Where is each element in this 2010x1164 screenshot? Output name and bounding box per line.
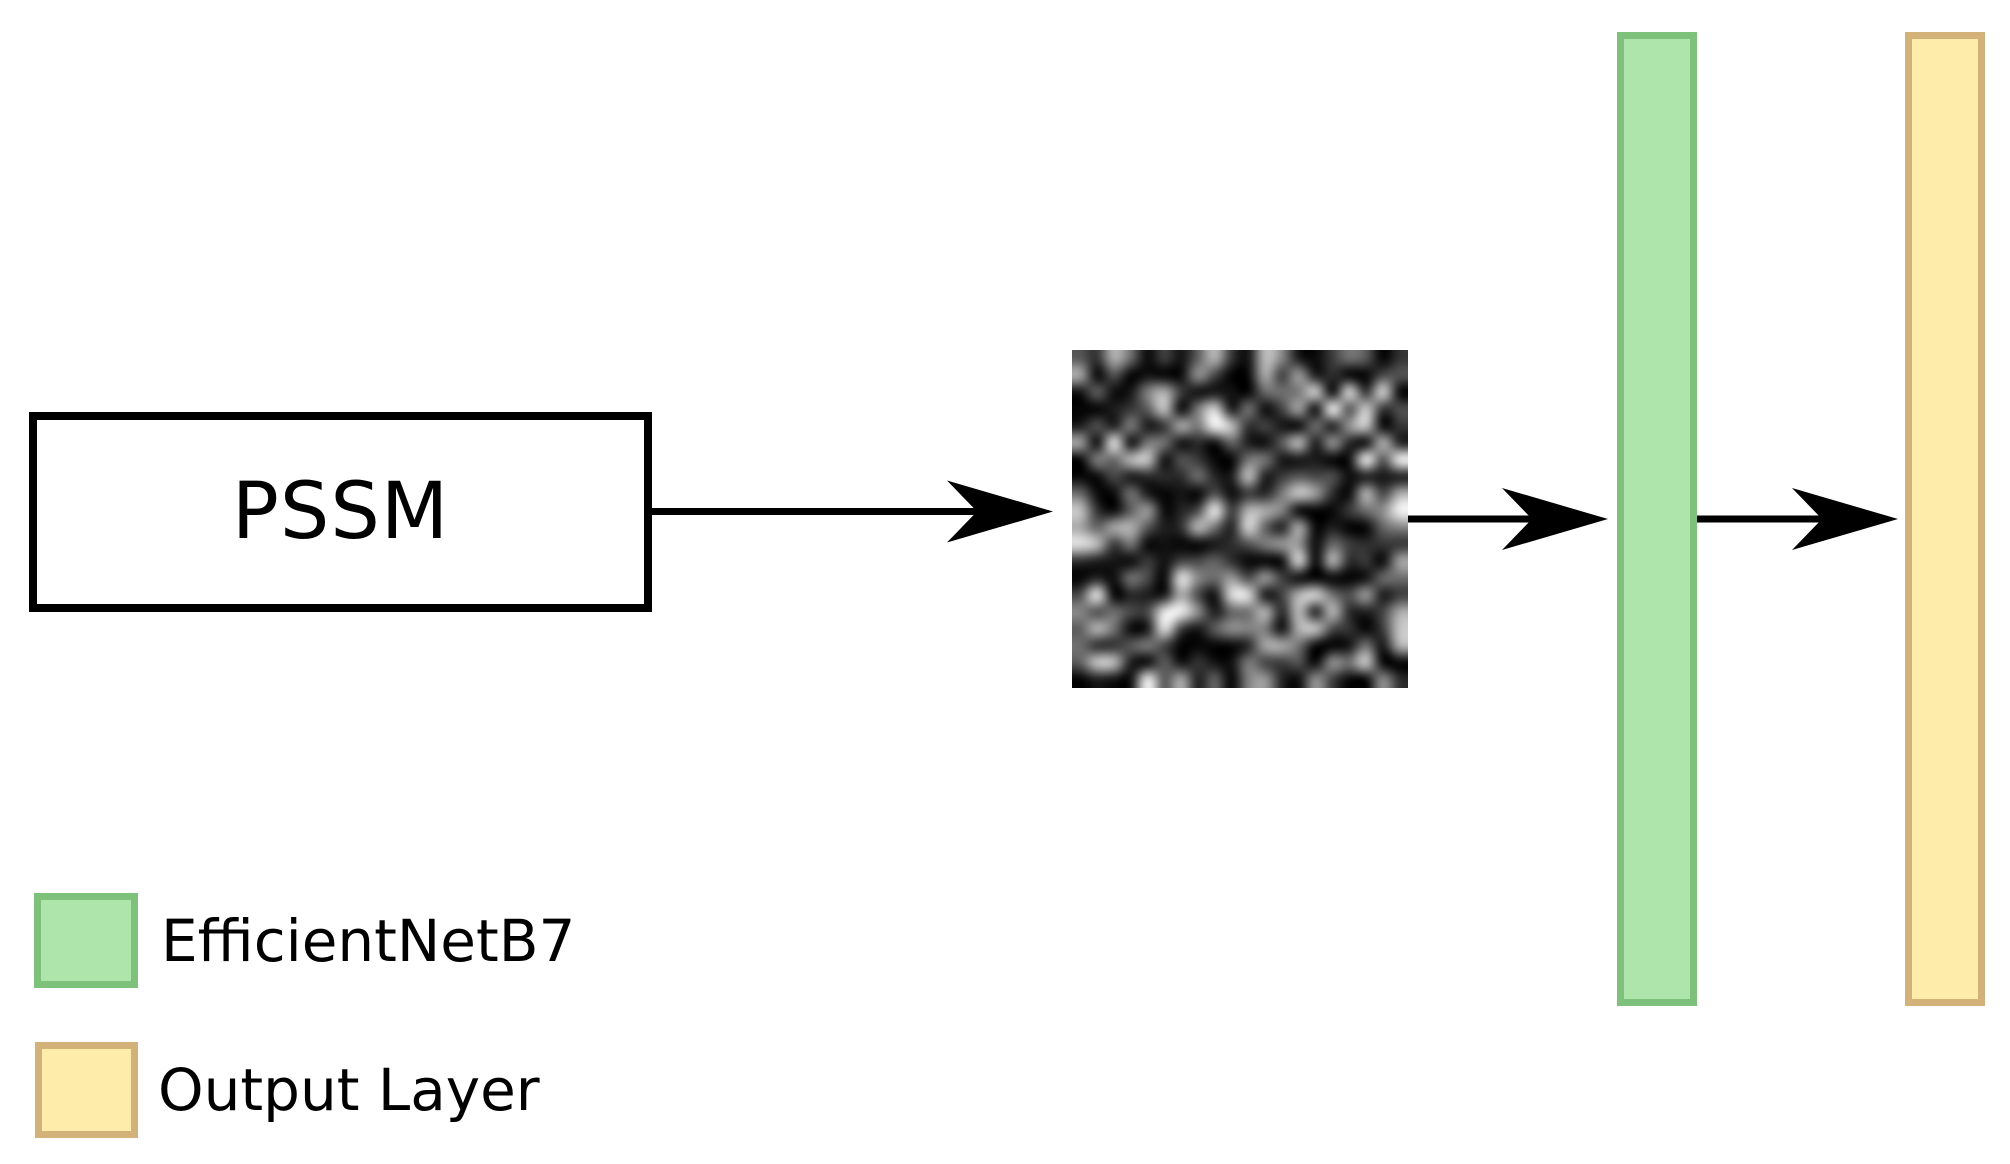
arrow-image-to-efficientnet xyxy=(1408,488,1608,550)
output-layer-bar xyxy=(1905,32,1985,1006)
efficientnetb7-layer-bar xyxy=(1617,32,1697,1006)
arrow-efficientnet-to-output xyxy=(1697,488,1898,550)
pssm-node: PSSM xyxy=(29,412,652,612)
legend-swatch-output-layer xyxy=(35,1042,138,1138)
arrow-pssm-to-image xyxy=(652,480,1053,543)
pssm-node-label: PSSM xyxy=(231,467,450,557)
pssm-matrix-image xyxy=(1072,350,1408,688)
legend-label-efficientnetb7: EfficientNetB7 xyxy=(161,906,576,975)
legend-swatch-efficientnetb7 xyxy=(34,893,138,988)
legend-label-output-layer: Output Layer xyxy=(158,1056,540,1124)
